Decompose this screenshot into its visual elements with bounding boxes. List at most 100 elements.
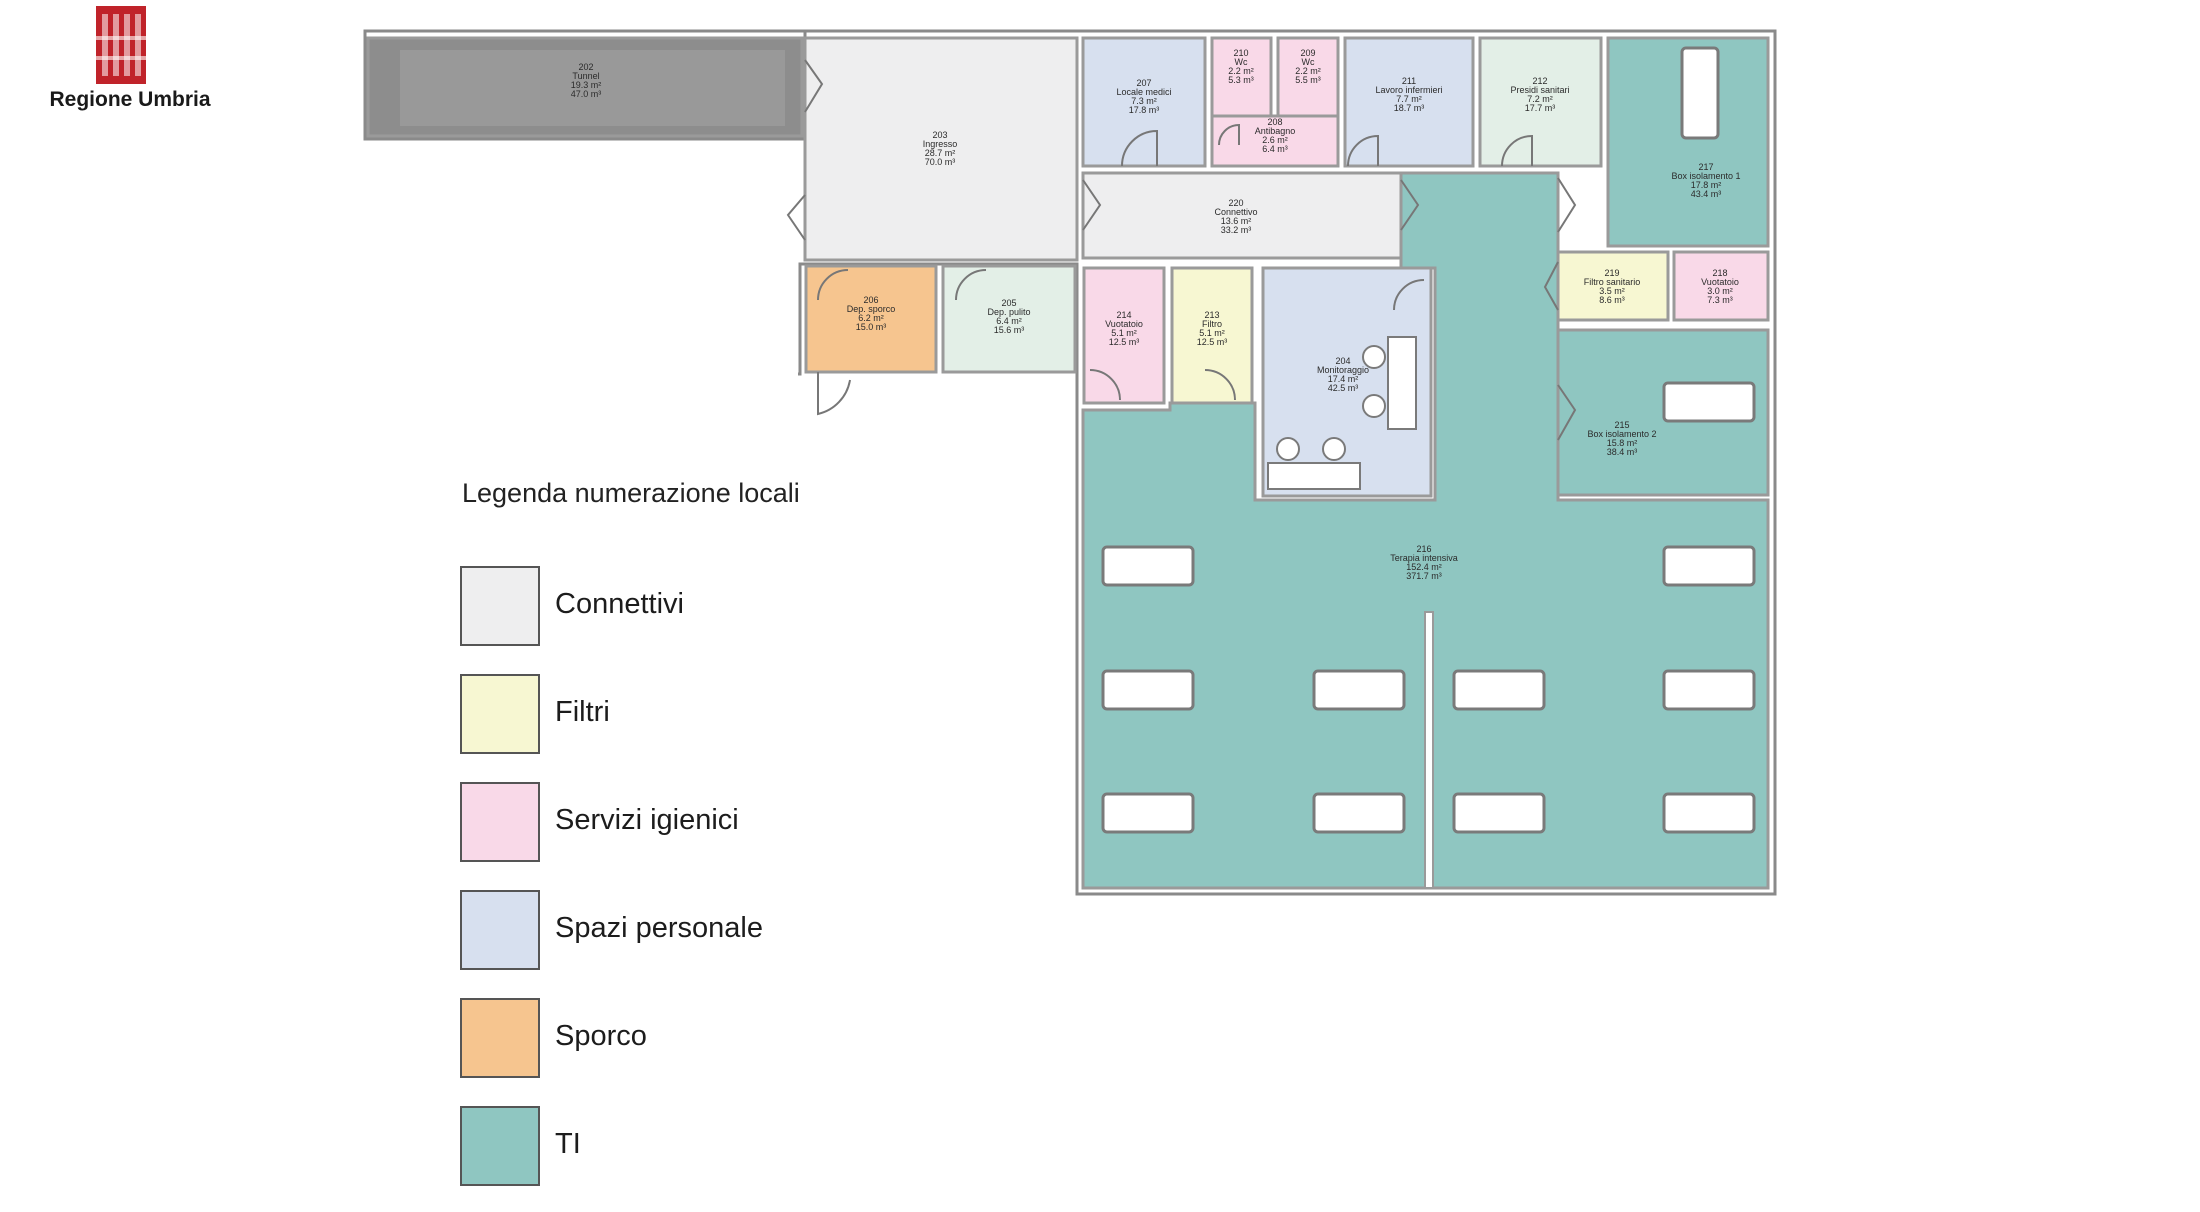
room-label-line: 7.2 m² — [1527, 94, 1553, 104]
room-label-line: 15.8 m² — [1607, 438, 1638, 448]
regione-umbria-emblem-icon — [96, 6, 146, 84]
tunnel-floor — [400, 50, 785, 126]
bed — [1662, 381, 1756, 423]
room-212 — [1478, 36, 1603, 168]
chair — [1322, 437, 1346, 461]
bed — [1662, 669, 1756, 711]
regione-umbria-logo: Regione Umbria — [30, 6, 230, 116]
room-label-line: Antibagno — [1255, 126, 1296, 136]
room-216 — [1081, 171, 1770, 890]
room-label-line: 212 — [1532, 76, 1547, 86]
room-label-line: 220 — [1228, 198, 1243, 208]
room-label-line: Ingresso — [923, 139, 958, 149]
room-label-line: Box isolamento 1 — [1671, 171, 1740, 181]
room-label-line: 371.7 m³ — [1406, 571, 1442, 581]
room-label-line: 5.5 m³ — [1295, 75, 1321, 85]
room-label-line: 15.0 m³ — [856, 322, 887, 332]
bed — [1101, 669, 1195, 711]
bed — [1312, 792, 1406, 834]
room-label-line: 6.4 m² — [996, 316, 1022, 326]
bed — [1101, 545, 1195, 587]
room-label-line: Wc — [1235, 57, 1248, 67]
room-218 — [1672, 250, 1770, 322]
room-label-line: 208 — [1267, 117, 1282, 127]
beds — [1101, 46, 1756, 834]
chair — [1362, 345, 1386, 369]
room-label-line: 209 — [1300, 48, 1315, 58]
room-label-line: Dep. pulito — [987, 307, 1030, 317]
bed — [1680, 46, 1720, 140]
room-label-line: 43.4 m³ — [1691, 189, 1722, 199]
bed — [1101, 792, 1195, 834]
desk — [1267, 462, 1361, 490]
room-label-line: 216 — [1416, 544, 1431, 554]
room-label-line: 3.0 m² — [1707, 286, 1733, 296]
room-label-line: 206 — [863, 295, 878, 305]
room-label-line: Box isolamento 2 — [1587, 429, 1656, 439]
room-label-line: 12.5 m³ — [1109, 337, 1140, 347]
room-label-line: 213 — [1204, 310, 1219, 320]
legend-label: Connettivi — [555, 588, 684, 620]
room-label-line: Wc — [1302, 57, 1315, 67]
room-label-line: Filtro sanitario — [1584, 277, 1641, 287]
legend-swatch — [460, 998, 540, 1078]
room-label-line: 17.7 m³ — [1525, 103, 1556, 113]
legend-label: Spazi personale — [555, 912, 763, 944]
room-label-line: 5.1 m² — [1199, 328, 1225, 338]
room-label-line: Filtro — [1202, 319, 1222, 329]
room-label-line: 6.4 m³ — [1262, 144, 1288, 154]
room-label-line: Lavoro infermieri — [1375, 85, 1442, 95]
legend-item-servizi-igienici: Servizi igienici — [460, 782, 960, 866]
bed — [1452, 792, 1546, 834]
logo-text: Regione Umbria — [49, 88, 211, 111]
room-label-line: 215 — [1614, 420, 1629, 430]
icu-partition — [1424, 611, 1434, 889]
room-label-line: Vuotatoio — [1701, 277, 1739, 287]
room-label-line: 7.7 m² — [1396, 94, 1422, 104]
room-label-line: 214 — [1116, 310, 1131, 320]
chair — [1276, 437, 1300, 461]
room-label-line: 17.8 m² — [1691, 180, 1722, 190]
room-label-line: 12.5 m³ — [1197, 337, 1228, 347]
room-label-line: 204 — [1335, 356, 1350, 366]
room-label-line: 28.7 m² — [925, 148, 956, 158]
room-label-line: 211 — [1402, 76, 1416, 86]
bed — [1662, 792, 1756, 834]
legend-label: Servizi igienici — [555, 804, 739, 836]
room-label-line: 6.2 m² — [858, 313, 884, 323]
room-label-line: 210 — [1233, 48, 1248, 58]
room-label-line: 7.3 m² — [1131, 96, 1157, 106]
room-205 — [941, 264, 1077, 374]
room-207 — [1081, 36, 1207, 168]
room-label-line: Tunnel — [572, 71, 599, 81]
room-label-line: 17.4 m² — [1328, 374, 1359, 384]
room-label-line: 202 — [578, 62, 593, 72]
room-fills — [366, 36, 1770, 890]
desk — [1387, 336, 1417, 430]
room-label-line: 203 — [932, 130, 947, 140]
room-label-line: 5.1 m² — [1111, 328, 1137, 338]
room-label-line: 2.6 m² — [1262, 135, 1288, 145]
legend-title: Legenda numerazione locali — [462, 478, 800, 508]
room-label-line: 13.6 m² — [1221, 216, 1252, 226]
room-label-line: 8.6 m³ — [1599, 295, 1625, 305]
room-label-line: 47.0 m³ — [571, 89, 602, 99]
legend-swatch — [460, 1106, 540, 1186]
room-220 — [1081, 171, 1403, 260]
